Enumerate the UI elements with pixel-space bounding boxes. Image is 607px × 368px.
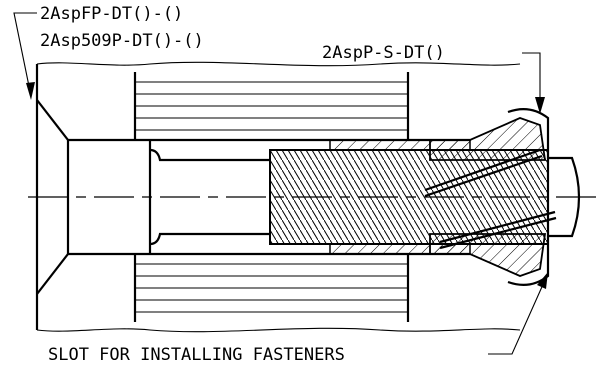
sleeve-upper [133, 72, 410, 140]
part-label-fp: 2AspFP-DT()-() [40, 4, 183, 24]
slot-note-label: SLOT FOR INSTALLING FASTENERS [48, 345, 345, 365]
leader-fp [13, 12, 37, 100]
part-label-s: 2AspP-S-DT() [322, 43, 445, 63]
sleeve-lower [133, 254, 410, 322]
part-label-509: 2Asp509P-DT()-() [40, 31, 204, 51]
panel-break-line [36, 61, 521, 67]
leader-s [522, 52, 545, 114]
panel-break-line-bottom [36, 327, 521, 333]
threaded-screw [269, 148, 581, 250]
